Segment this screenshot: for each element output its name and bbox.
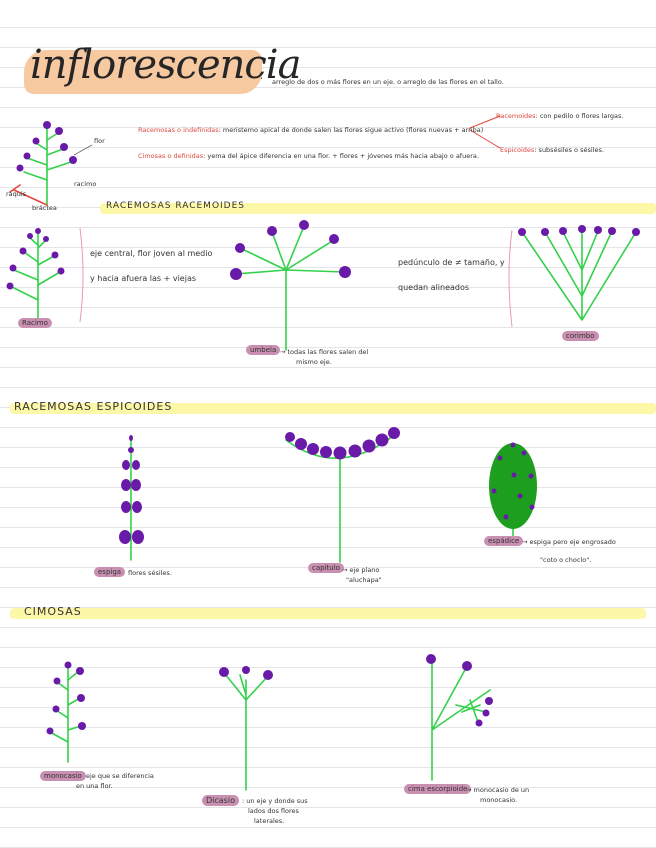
racemosas-definition: Racemosas o indefinidas: meristemo apica… bbox=[138, 126, 483, 134]
espicoides-text: : subsésiles o sésiles. bbox=[534, 146, 604, 154]
section-title-espicoides: RACEMOSAS ESPICOIDES bbox=[14, 400, 173, 413]
label-bractea: bráctea bbox=[32, 204, 57, 212]
cima-escorpioide-tag: cima escorpioide bbox=[404, 784, 472, 794]
cimosas-definition: Cimosas o definidas: yema del ápice dife… bbox=[138, 152, 479, 160]
espicoides-term: Espicoides bbox=[500, 146, 535, 154]
cima-caption-1: → monocasio de un bbox=[466, 786, 530, 794]
label-flor: flor bbox=[94, 137, 105, 145]
umbela-tag: umbela bbox=[246, 345, 281, 355]
cimosas-text: : yema del ápice diferencia en una flor.… bbox=[203, 152, 479, 160]
racemosas-text: : meristemo apical de donde salen las fl… bbox=[218, 126, 484, 134]
racemoides-term: Racemoides bbox=[496, 112, 536, 120]
corimbo-note-1: pedúnculo de ≠ tamaño, y bbox=[398, 258, 505, 267]
espadice-caption-1: → espiga pero eje engrosado bbox=[522, 538, 616, 546]
label-racimo: racimo bbox=[74, 180, 97, 188]
monocasio-tag: monocasio bbox=[40, 771, 86, 781]
dicasio-caption-2: lados dos flores bbox=[248, 807, 299, 815]
espicoides-definition: Espicoides: subsésiles o sésiles. bbox=[500, 146, 604, 154]
espiga-caption: flores sésiles. bbox=[128, 569, 172, 577]
racimo-note-1: eje central, flor joven al medio bbox=[90, 249, 213, 258]
racemosas-term: Racemosas o indefinidas bbox=[138, 126, 219, 134]
dicasio-tag: Dicasio bbox=[202, 795, 239, 806]
section-highlight-racemoides bbox=[100, 203, 656, 214]
umbela-caption-1: → todas las flores salen del bbox=[280, 348, 369, 356]
capitulo-tag: capítulo bbox=[308, 563, 344, 573]
dicasio-caption-1: : un eje y donde sus bbox=[242, 797, 308, 805]
corimbo-tag: corimbo bbox=[562, 331, 599, 341]
corimbo-note-2: quedan alineados bbox=[398, 283, 470, 292]
section-title-cimosas: CIMOSAS bbox=[24, 605, 82, 618]
section-highlight-espicoides bbox=[10, 403, 656, 414]
page-title: inflorescencia bbox=[30, 42, 301, 88]
espadice-tag: espádice bbox=[484, 536, 524, 546]
monocasio-caption-2: en una flor. bbox=[76, 782, 113, 790]
title-highlight bbox=[24, 50, 262, 94]
capitulo-caption-2: "aluchapa" bbox=[346, 576, 382, 584]
cima-caption-2: monocasio. bbox=[480, 796, 518, 804]
section-highlight-cimosas bbox=[10, 608, 646, 619]
monocasio-caption-1: eje que se diferencia bbox=[86, 772, 154, 780]
spadix-shape bbox=[489, 443, 537, 529]
label-raquis: raquis bbox=[6, 190, 27, 198]
capitulo-caption-1: → eje plano bbox=[342, 566, 380, 574]
definition-text: arreglo de dos o más flores en un eje. o… bbox=[272, 78, 504, 86]
section-title-racemoides: RACEMOSAS RACEMOIDES bbox=[106, 201, 246, 211]
espiga-tag: espiga bbox=[94, 567, 126, 577]
racemoides-text: : con pedilo o flores largas. bbox=[535, 112, 624, 120]
cimosas-term: Cimosas o definidas bbox=[138, 152, 204, 160]
racimo-tag: Racimo bbox=[18, 318, 52, 328]
umbela-caption-2: mismo eje. bbox=[296, 358, 332, 366]
racimo-note-2: y hacia afuera las + viejas bbox=[90, 274, 197, 283]
dicasio-caption-3: laterales. bbox=[254, 817, 285, 825]
espadice-caption-2: "coto o choclo". bbox=[540, 556, 592, 564]
racemoides-definition: Racemoides: con pedilo o flores largas. bbox=[496, 112, 623, 120]
